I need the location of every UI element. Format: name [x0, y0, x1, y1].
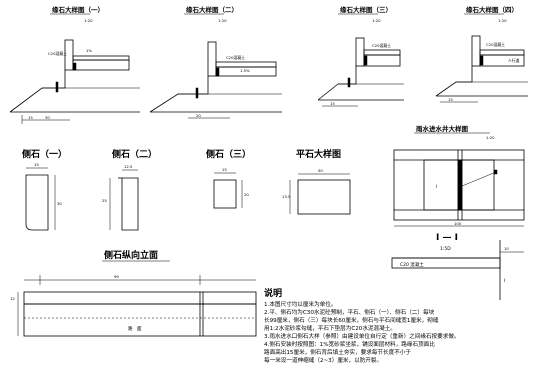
stone-4-dim-side-val: 13.5 — [282, 194, 291, 199]
curb-detail-2: 缘石大样图（二） 1:20 C20混凝土 1.5% 20 — [149, 5, 282, 119]
drain-label-i: I — [436, 184, 437, 190]
detail-1-pavement-top — [72, 55, 130, 61]
detail-1-title: 缘石大样图（一） — [52, 5, 104, 14]
detail-2-dim-a: 20 — [196, 113, 201, 118]
detail-3-pavement-top — [363, 49, 401, 56]
detail-4-scale: 1:20 — [498, 18, 507, 23]
detail-3-slope — [317, 66, 357, 101]
detail-4-joint — [479, 55, 484, 66]
note-line-1: 1.本图尺寸均以厘米为单位。 — [264, 300, 336, 308]
stone-2-profile — [121, 177, 139, 231]
elevation-dim-val: 99 — [114, 274, 119, 279]
stone-2-title: 侧石（二） — [112, 148, 157, 160]
detail-2-scale: 1:20 — [218, 18, 227, 23]
curb-elevation: 侧石纵向立面 99 路 面 12 — [10, 249, 257, 337]
drain-title: 雨水进水井大样图 — [416, 124, 469, 133]
drain-inlet-detail: 雨水进水井大样图 1:20 I 100 — [393, 124, 525, 227]
stone-2-dim-top-val: 12.5 — [124, 164, 133, 169]
detail-1-mark — [55, 81, 59, 93]
detail-1-base — [72, 59, 130, 71]
detail-2-tag: C20混凝土 — [226, 55, 245, 60]
detail-1-joint — [72, 62, 77, 71]
detail-3-base — [363, 54, 401, 67]
stone-2: 侧石（二） 12.5 25 — [102, 148, 157, 231]
elevation-side-val: 12 — [10, 296, 15, 301]
detail-1-scale: 1:20 — [84, 18, 93, 23]
detail-4-slope — [435, 66, 473, 97]
detail-3-dim-a: 15 — [330, 101, 335, 106]
stone-1-dim-top-val: 15 — [34, 162, 39, 167]
detail-4-area-tag: 人行道 — [508, 58, 520, 63]
detail-3-mark — [347, 77, 351, 88]
stone-3: 侧石（三） 15 20 — [206, 148, 251, 209]
detail-4-pavement-top — [479, 49, 525, 56]
detail-4-title: 缘石大样图（四） — [466, 5, 518, 14]
stone-1-dim-side-val: 30 — [57, 201, 62, 206]
detail-1-slope-tag: 1% — [86, 48, 92, 53]
drain-outline — [393, 149, 525, 221]
elevation-top-course — [23, 291, 257, 305]
drain-leader-dot — [493, 169, 498, 175]
curb-detail-3: 缘石大样图（三） 1:20 C20混凝土 15 — [317, 5, 404, 107]
note-line-8: 每一米设一道伸缩缝（2~3）厘米，以防开裂。 — [264, 356, 382, 364]
detail-4-dim-a: 15 — [448, 97, 453, 102]
section-label-i: I — [504, 278, 505, 284]
detail-4-curb — [471, 35, 481, 67]
detail-2-curb — [207, 41, 217, 77]
stone-4-profile — [297, 179, 351, 215]
note-line-2: 2.平、侧石均为C30水泥砼预制，平石、侧石（一）、侧石（二）每块 — [264, 308, 435, 316]
section-title: I — I — [436, 233, 458, 243]
curb-detail-1: 缘石大样图（一） 1:20 C20混凝土 1% 15 30 — [9, 5, 140, 124]
detail-2-mark — [195, 87, 199, 99]
notes-block: 说明 1.本图尺寸均以厘米为单位。 2.平、侧石均为C30水泥砼预制，平石、侧石… — [264, 287, 460, 364]
stone-4-dim-top-val: 50 — [318, 168, 323, 173]
curb-detail-4: 缘石大样图（四） 1:20 C20混凝土 人行道 15 — [435, 5, 528, 103]
detail-2-slope-tag: 1.5% — [240, 68, 250, 73]
detail-3-tag: C20混凝土 — [372, 43, 391, 48]
detail-3-curb — [355, 37, 365, 67]
section-scale: 1:5D — [440, 246, 451, 252]
stone-1-title: 侧石（一） — [22, 148, 67, 160]
stone-3-dim-top-val: 15 — [222, 167, 227, 172]
stone-1: 侧石（一） 15 30 — [22, 148, 67, 231]
detail-4-tag: C20混凝土 — [486, 42, 505, 47]
stone-2-dim-side-val: 25 — [102, 198, 107, 203]
section-i-i: I — I 1:5D C20 混凝土 10 I — [391, 233, 524, 300]
notes-heading: 说明 — [264, 287, 282, 299]
section-concrete: C20 混凝土 — [400, 261, 424, 268]
stone-4: 平石大样图 50 13.5 — [282, 148, 351, 215]
detail-2-title: 缘石大样图（二） — [186, 5, 238, 14]
detail-1-tag: C20混凝土 — [48, 51, 67, 56]
note-line-6: 4.侧石安装时按照图：1%宽砂浆坐浆，铺设面层材料，路缘石顶面比 — [264, 340, 435, 348]
stone-3-profile — [213, 179, 237, 209]
stone-4-title: 平石大样图 — [296, 148, 341, 160]
note-line-3: 长99厘米，侧石（三）每块长60厘米，侧石与平石间缝宽1厘米，砌缝 — [264, 316, 439, 324]
elevation-road: 路 面 — [128, 325, 142, 332]
detail-3-scale: 1:20 — [372, 18, 381, 23]
note-line-4: 用1:2水泥砂浆勾缝，平石下垫层为C20水泥混凝土。 — [264, 324, 396, 332]
detail-1-curb — [64, 39, 74, 71]
drain-leader — [461, 171, 497, 187]
stone-3-title: 侧石（三） — [206, 148, 251, 160]
drain-wall-fill — [457, 159, 463, 211]
detail-1-dim-b: 30 — [45, 115, 50, 120]
detail-2-joint — [215, 67, 220, 77]
detail-3-title: 缘石大样图（三） — [340, 5, 392, 14]
detail-2-pavement-top — [215, 61, 277, 68]
stone-3-dim-side-val: 20 — [244, 192, 249, 197]
drain-scale: 1:20 — [486, 135, 495, 140]
drain-dim-val: 100 — [454, 221, 462, 226]
detail-1-dim-a: 15 — [28, 115, 33, 120]
note-line-5: 3.雨水进水口侧石大样（参照）由建设单位自行定（重新）之间缘石按要求做。 — [264, 332, 460, 340]
stone-1-profile — [25, 174, 49, 231]
detail-3-joint — [363, 55, 368, 66]
note-line-7: 路面高出15厘米，侧石背后填土夯实，要求每节长度不小于 — [264, 348, 411, 356]
section-dim-val: 10 — [504, 246, 509, 251]
elevation-body — [23, 303, 257, 337]
elevation-title: 侧石纵向立面 — [104, 249, 158, 261]
